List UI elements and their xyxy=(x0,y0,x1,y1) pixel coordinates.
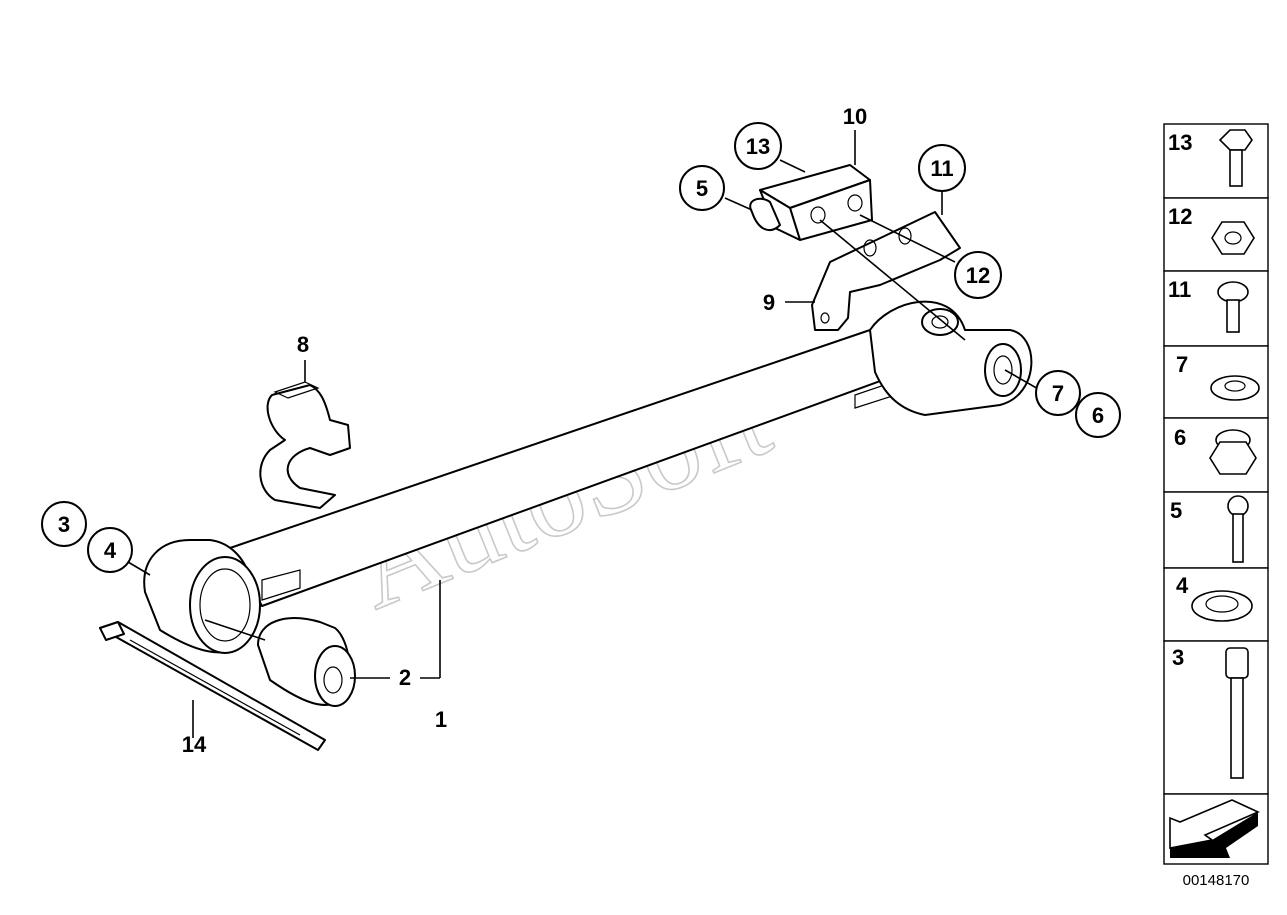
legend-row-3: 3 xyxy=(1163,640,1269,795)
svg-text:5: 5 xyxy=(1170,498,1182,523)
rubber-bushing-small xyxy=(257,617,356,707)
svg-text:3: 3 xyxy=(1172,645,1184,670)
legend-row-7: 7 xyxy=(1163,345,1269,419)
svg-text:6: 6 xyxy=(1092,403,1104,428)
self-locking-nut-icon xyxy=(1209,429,1257,475)
legend-row-6: 6 xyxy=(1163,417,1269,493)
bracket-part xyxy=(811,211,961,331)
hardware-legend: 13 12 11 7 xyxy=(1163,123,1269,865)
diagram-number: 00148170 xyxy=(1183,872,1250,889)
callout-12: 12 xyxy=(954,251,1002,299)
svg-text:11: 11 xyxy=(930,156,953,181)
svg-text:12: 12 xyxy=(1168,204,1192,229)
callout-11: 11 xyxy=(918,144,966,192)
svg-text:5: 5 xyxy=(696,176,708,201)
control-arm-part xyxy=(229,300,1033,607)
hex-bolt-icon xyxy=(1218,129,1253,187)
callout-10: 10 xyxy=(843,104,867,129)
direction-arrow-icon xyxy=(1169,799,1260,858)
callout-7: 7 xyxy=(1035,370,1081,416)
long-bolt-icon xyxy=(1225,647,1249,779)
svg-text:11: 11 xyxy=(1168,277,1191,302)
svg-text:6: 6 xyxy=(1174,425,1186,450)
svg-text:13: 13 xyxy=(746,134,770,159)
rubber-bushing-large xyxy=(143,539,261,654)
callout-14: 14 xyxy=(182,732,207,757)
direction-arrow-cell xyxy=(1163,793,1269,865)
clamp-part xyxy=(259,381,351,509)
callout-3: 3 xyxy=(41,501,87,547)
callout-5: 5 xyxy=(679,165,725,211)
legend-row-11: 11 xyxy=(1163,270,1269,347)
svg-text:12: 12 xyxy=(966,263,990,288)
cable-tie-part xyxy=(99,621,326,751)
legend-row-5: 5 xyxy=(1163,491,1269,569)
callout-13: 13 xyxy=(734,122,782,170)
callout-4: 4 xyxy=(87,527,133,573)
svg-text:7: 7 xyxy=(1176,352,1188,377)
svg-text:3: 3 xyxy=(58,512,70,537)
torx-screw-icon xyxy=(1227,495,1249,563)
svg-text:13: 13 xyxy=(1168,130,1192,155)
callout-9: 9 xyxy=(763,290,775,315)
legend-row-13: 13 xyxy=(1163,123,1269,199)
legend-row-4: 4 xyxy=(1163,567,1269,642)
legend-row-12: 12 xyxy=(1163,197,1269,272)
washer-icon xyxy=(1210,375,1260,401)
pan-head-screw-icon xyxy=(1217,281,1249,333)
callout-8: 8 xyxy=(297,332,309,357)
hex-nut-icon xyxy=(1211,221,1255,255)
callout-6: 6 xyxy=(1075,392,1121,438)
support-block-part xyxy=(749,164,873,241)
svg-text:4: 4 xyxy=(104,538,117,563)
callout-2: 2 xyxy=(399,665,411,690)
svg-text:4: 4 xyxy=(1176,573,1189,598)
callout-1: 1 xyxy=(435,707,447,732)
svg-text:7: 7 xyxy=(1052,381,1064,406)
flat-washer-icon xyxy=(1191,590,1253,622)
